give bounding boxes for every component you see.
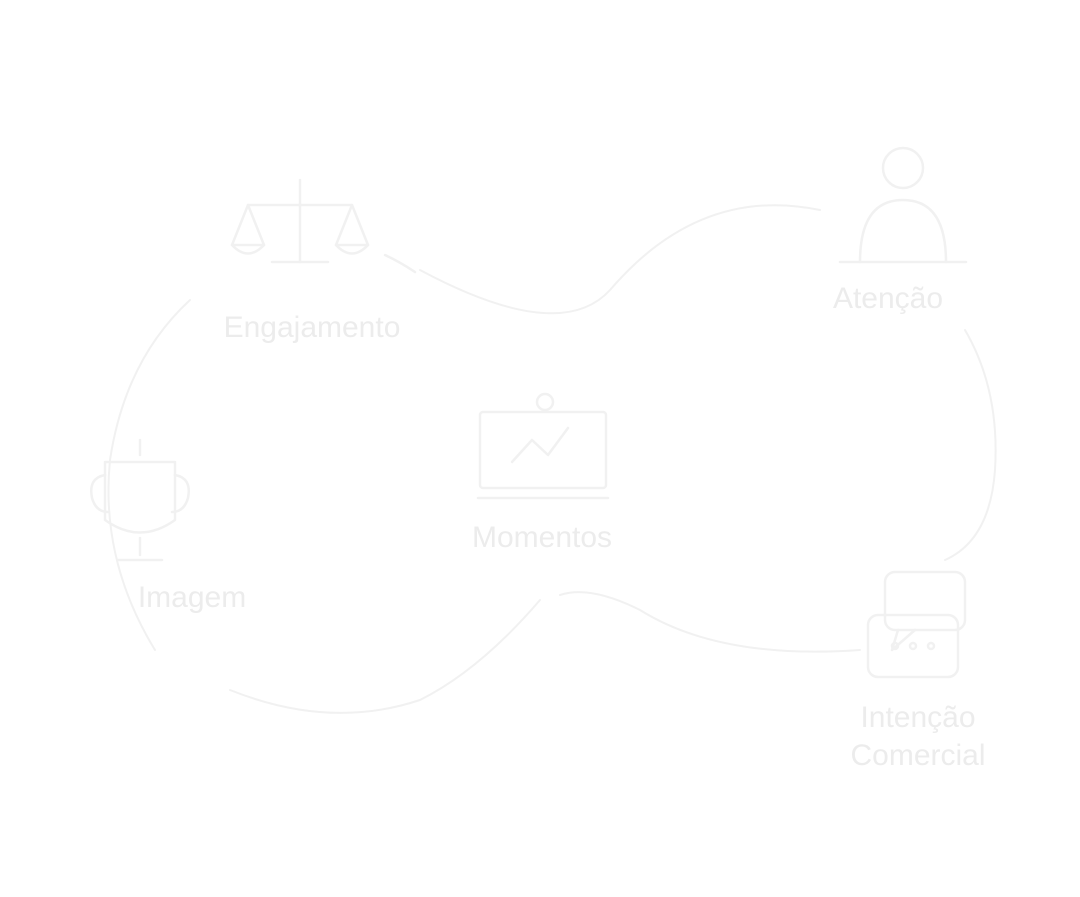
node-atencao: Atenção xyxy=(833,146,968,315)
node-label-engajamento: Engajamento xyxy=(224,311,401,344)
arc-intencao-momentos xyxy=(559,591,861,653)
scale-icon xyxy=(230,178,417,274)
arc-atencao-intencao xyxy=(944,329,997,561)
node-label-imagem: Imagem xyxy=(138,581,246,614)
trophy-icon xyxy=(90,438,190,562)
arc-imagem-engajamento xyxy=(107,299,191,651)
connector-arcs xyxy=(107,204,997,714)
node-label-momentos: Momentos xyxy=(472,521,612,554)
node-momentos: Momentos xyxy=(472,392,612,554)
person-icon xyxy=(838,146,968,264)
node-engajamento: Engajamento xyxy=(224,178,417,344)
node-label-intencao-line1: Intenção xyxy=(860,701,975,734)
monitor-icon xyxy=(476,392,610,500)
node-label-intencao-line2: Comercial xyxy=(850,739,985,772)
arc-engajamento-atencao xyxy=(419,204,821,315)
node-imagem: Imagem xyxy=(90,438,246,614)
arc-momentos-imagem xyxy=(229,599,541,714)
node-label-atencao: Atenção xyxy=(833,282,943,315)
chat-icon xyxy=(866,570,967,679)
node-intencao: Intenção Comercial xyxy=(850,570,986,772)
